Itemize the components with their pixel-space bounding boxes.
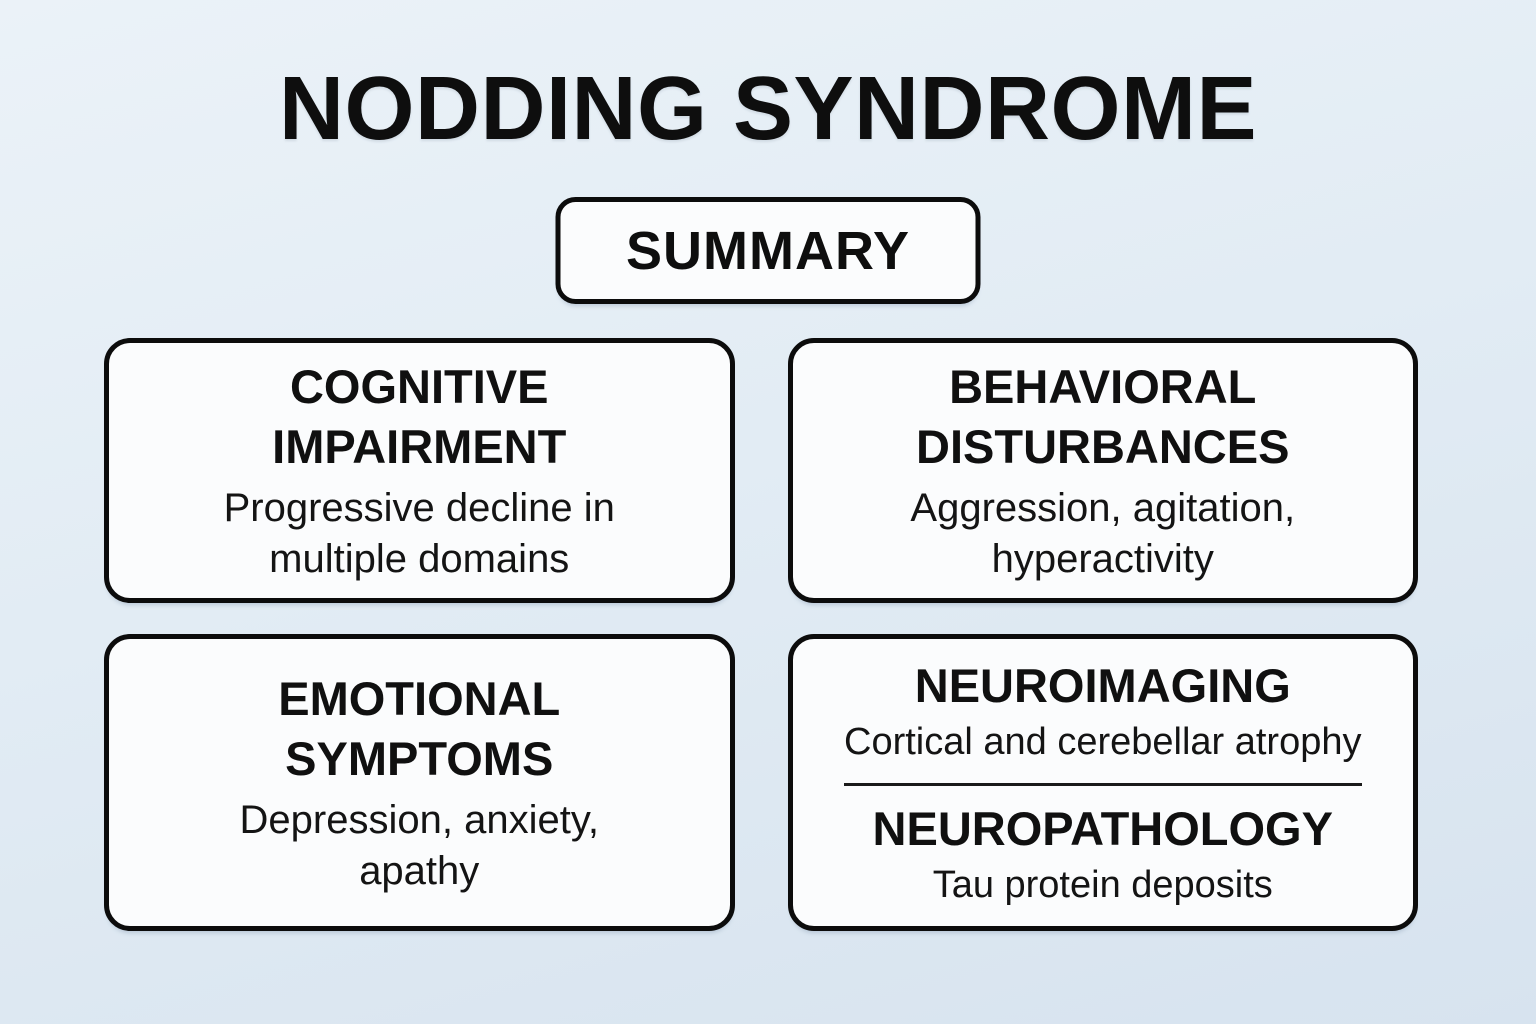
card-heading: BEHAVIORAL DISTURBANCES [916, 359, 1290, 473]
card-neuroimaging-neuropathology: NEUROIMAGING Cortical and cerebellar atr… [787, 634, 1418, 931]
card-heading: COGNITIVE IMPAIRMENT [272, 359, 567, 473]
card-cognitive-impairment: COGNITIVE IMPAIRMENT Progressive decline… [104, 338, 735, 603]
card-body: Depression, anxiety, apathy [239, 797, 599, 893]
card-body-neuroimaging: Cortical and cerebellar atrophy [844, 721, 1362, 764]
card-heading: EMOTIONAL SYMPTOMS [278, 671, 561, 785]
card-body: Progressive decline in multiple domains [223, 485, 615, 581]
card-heading-neuroimaging: NEUROIMAGING [914, 659, 1291, 713]
summary-badge-label: SUMMARY [626, 220, 910, 281]
card-heading-neuropathology: NEUROPATHOLOGY [872, 801, 1333, 855]
card-behavioral-disturbances: BEHAVIORAL DISTURBANCES Aggression, agit… [787, 338, 1418, 603]
card-grid: COGNITIVE IMPAIRMENT Progressive decline… [104, 338, 1418, 931]
card-body-neuropathology: Tau protein deposits [932, 863, 1273, 906]
card-body: Aggression, agitation, hyperactivity [910, 485, 1296, 581]
page-title: NODDING SYNDROME [278, 59, 1258, 159]
card-section-divider [843, 782, 1362, 786]
card-emotional-symptoms: EMOTIONAL SYMPTOMS Depression, anxiety, … [104, 634, 735, 931]
summary-badge: SUMMARY [555, 197, 981, 304]
